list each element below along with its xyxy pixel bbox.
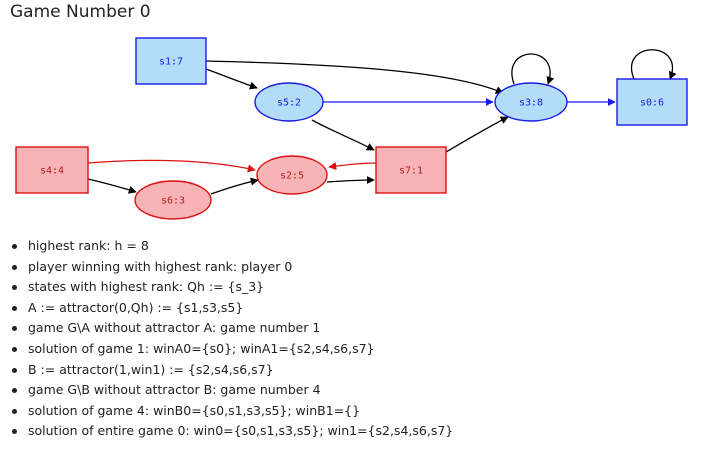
node-s7: s7:1 (375, 146, 447, 194)
step-item: highest rank: h = 8 (11, 236, 453, 257)
nodes-layer: s1:7 s5:2 s3:8 s0:6 s4:4 s6:3 s2:5 s7:1 (15, 37, 688, 220)
node-s0: s0:6 (616, 78, 688, 126)
edge-s5-to-s7 (311, 119, 375, 151)
step-item: A := attractor(0,Qh) := {s1,s3,s5} (11, 298, 453, 319)
edge-s0-to-s0 (631, 49, 677, 80)
step-item: B := attractor(1,win1) := {s2,s4,s6,s7} (11, 360, 453, 381)
page-title: Game Number 0 (10, 2, 151, 22)
node-s3-shape (494, 82, 568, 122)
node-s0-shape (616, 78, 688, 126)
node-s1: s1:7 (135, 37, 207, 85)
edge-s7-to-s3 (445, 116, 509, 153)
node-s3-label: s3:8 (519, 98, 543, 109)
node-s4-shape (15, 146, 89, 194)
step-item: solution of entire game 0: win0={s0,s1,s… (11, 421, 453, 442)
solution-steps-list: highest rank: h = 8 player winning with … (10, 236, 453, 442)
game-graph: s1:7 s5:2 s3:8 s0:6 s4:4 s6:3 s2:5 s7:1 (15, 37, 688, 220)
node-s5-shape (254, 82, 324, 122)
node-s5-label: s5:2 (277, 98, 301, 109)
node-s6: s6:3 (134, 180, 212, 220)
edge-s1-to-s5 (205, 68, 258, 90)
edges-layer (87, 49, 677, 195)
step-item: player winning with highest rank: player… (11, 257, 453, 278)
edge-s2-to-s7 (326, 176, 375, 185)
node-s2: s2:5 (256, 155, 328, 195)
edge-s1-to-s3 (205, 60, 504, 94)
step-item: game G\B without attractor B: game numbe… (11, 380, 453, 401)
node-s7-shape (375, 146, 447, 194)
node-s6-label: s6:3 (161, 196, 185, 207)
node-s4: s4:4 (15, 146, 89, 194)
node-s6-shape (134, 180, 212, 220)
node-s7-label: s7:1 (399, 166, 423, 177)
edge-s4-to-s2 (87, 159, 256, 173)
node-s5: s5:2 (254, 82, 324, 122)
edge-s6-to-s2 (210, 177, 259, 195)
step-item: states with highest rank: Qh := {s_3} (11, 277, 453, 298)
step-item: game G\A without attractor A: game numbe… (11, 318, 453, 339)
step-item: solution of game 1: winA0={s0}; winA1={s… (11, 339, 453, 360)
node-s2-shape (256, 155, 328, 195)
edge-s4-to-s6 (87, 178, 137, 194)
node-s3: s3:8 (494, 82, 568, 122)
edge-s7-to-s2 (328, 162, 377, 171)
node-s4-label: s4:4 (40, 166, 64, 177)
step-item: solution of game 4: winB0={s0,s1,s3,s5};… (11, 401, 453, 422)
node-s0-label: s0:6 (640, 98, 664, 109)
node-s1-shape (135, 37, 207, 85)
edge-s3-to-s3 (511, 53, 555, 85)
node-s2-label: s2:5 (280, 171, 304, 182)
node-s1-label: s1:7 (159, 57, 183, 68)
